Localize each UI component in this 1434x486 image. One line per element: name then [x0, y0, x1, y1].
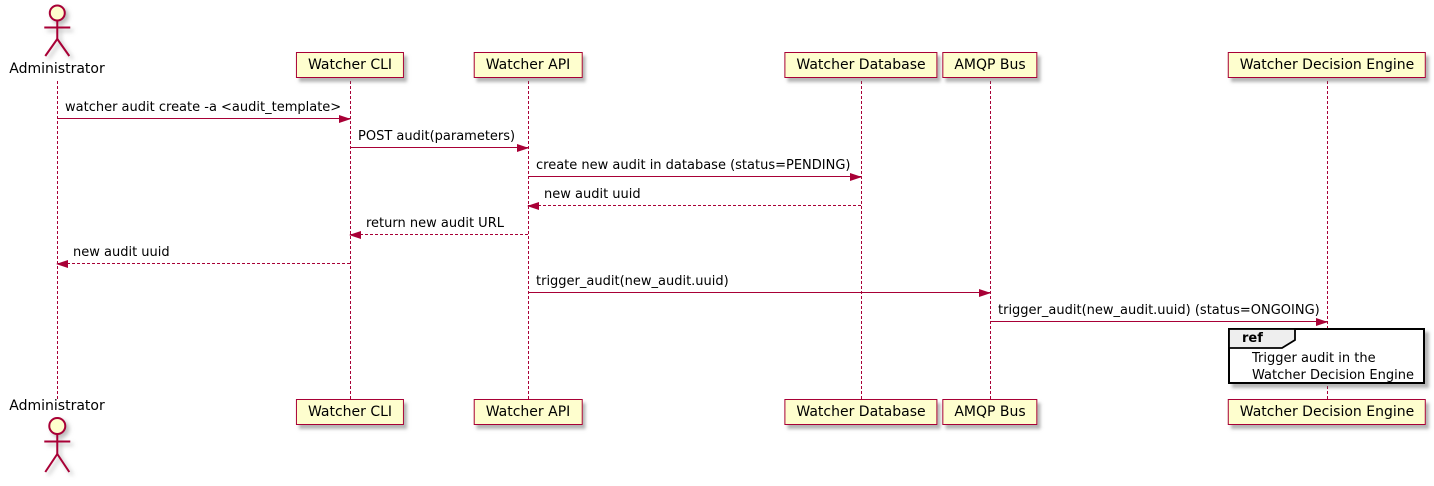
message-label: new audit uuid: [73, 245, 170, 260]
message-3-create-audit-db: create new audit in database (status=PEN…: [528, 154, 862, 181]
message-4-new-audit-uuid: new audit uuid: [527, 183, 861, 210]
participant-amqp-bus-bottom: AMQP Bus: [942, 399, 1038, 425]
lifeline-amqp-bus: [990, 81, 991, 399]
arrowhead-left-icon: [349, 231, 361, 239]
message-label: new audit uuid: [544, 187, 641, 202]
ref-tab-icon: [1228, 328, 1296, 349]
ref-fragment: ref Trigger audit in the Watcher Decisio…: [1228, 328, 1425, 384]
message-7-trigger-audit: trigger_audit(new_audit.uuid): [528, 270, 991, 297]
arrowhead-left-icon: [56, 260, 68, 268]
message-1-audit-create: watcher audit create -a <audit_template>: [57, 96, 351, 123]
actor-label: Administrator: [9, 61, 105, 77]
message-label: trigger_audit(new_audit.uuid): [536, 274, 729, 289]
lifeline-watcher-database: [861, 81, 862, 399]
arrowhead-right-icon: [850, 173, 862, 181]
participant-watcher-database-bottom: Watcher Database: [784, 399, 938, 425]
participant-watcher-decision-engine-bottom: Watcher Decision Engine: [1227, 399, 1427, 425]
arrowhead-right-icon: [517, 144, 529, 152]
arrowhead-right-icon: [1316, 318, 1328, 326]
participant-watcher-cli-bottom: Watcher CLI: [295, 399, 405, 425]
actor-label: Administrator: [9, 398, 105, 414]
message-8-trigger-audit-ongoing: trigger_audit(new_audit.uuid) (status=ON…: [990, 299, 1328, 326]
message-6-new-audit-uuid: new audit uuid: [56, 241, 350, 268]
actor-administrator-bottom: Administrator: [9, 398, 105, 477]
ref-keyword: ref: [1242, 331, 1263, 346]
message-2-post-audit: POST audit(parameters): [350, 125, 529, 152]
message-5-return-audit-url: return new audit URL: [349, 212, 528, 239]
participant-watcher-cli-top: Watcher CLI: [295, 52, 405, 78]
lifeline-watcher-cli: [350, 81, 351, 399]
message-label: trigger_audit(new_audit.uuid) (status=ON…: [998, 303, 1320, 318]
lifeline-watcher-decision-engine: [1327, 81, 1328, 399]
lifeline-administrator: [57, 81, 58, 399]
message-label: return new audit URL: [366, 216, 504, 231]
ref-body: Trigger audit in the Watcher Decision En…: [1230, 330, 1423, 386]
ref-text-line: Trigger audit in the: [1252, 351, 1376, 366]
arrowhead-right-icon: [979, 289, 991, 297]
participant-watcher-database-top: Watcher Database: [784, 52, 938, 78]
participant-amqp-bus-top: AMQP Bus: [942, 52, 1038, 78]
message-label: watcher audit create -a <audit_template>: [65, 100, 342, 115]
message-label: POST audit(parameters): [358, 129, 516, 144]
lifeline-watcher-api: [528, 81, 529, 399]
message-label: create new audit in database (status=PEN…: [536, 158, 851, 173]
participant-watcher-api-top: Watcher API: [473, 52, 583, 78]
arrowhead-right-icon: [339, 115, 351, 123]
arrowhead-left-icon: [527, 202, 539, 210]
actor-stick-figure-icon: [44, 417, 70, 473]
participant-watcher-decision-engine-top: Watcher Decision Engine: [1227, 52, 1427, 78]
ref-text-line: Watcher Decision Engine: [1252, 368, 1414, 383]
participant-watcher-api-bottom: Watcher API: [473, 399, 583, 425]
actor-stick-figure-icon: [44, 4, 70, 57]
actor-administrator-top: Administrator: [9, 3, 105, 78]
